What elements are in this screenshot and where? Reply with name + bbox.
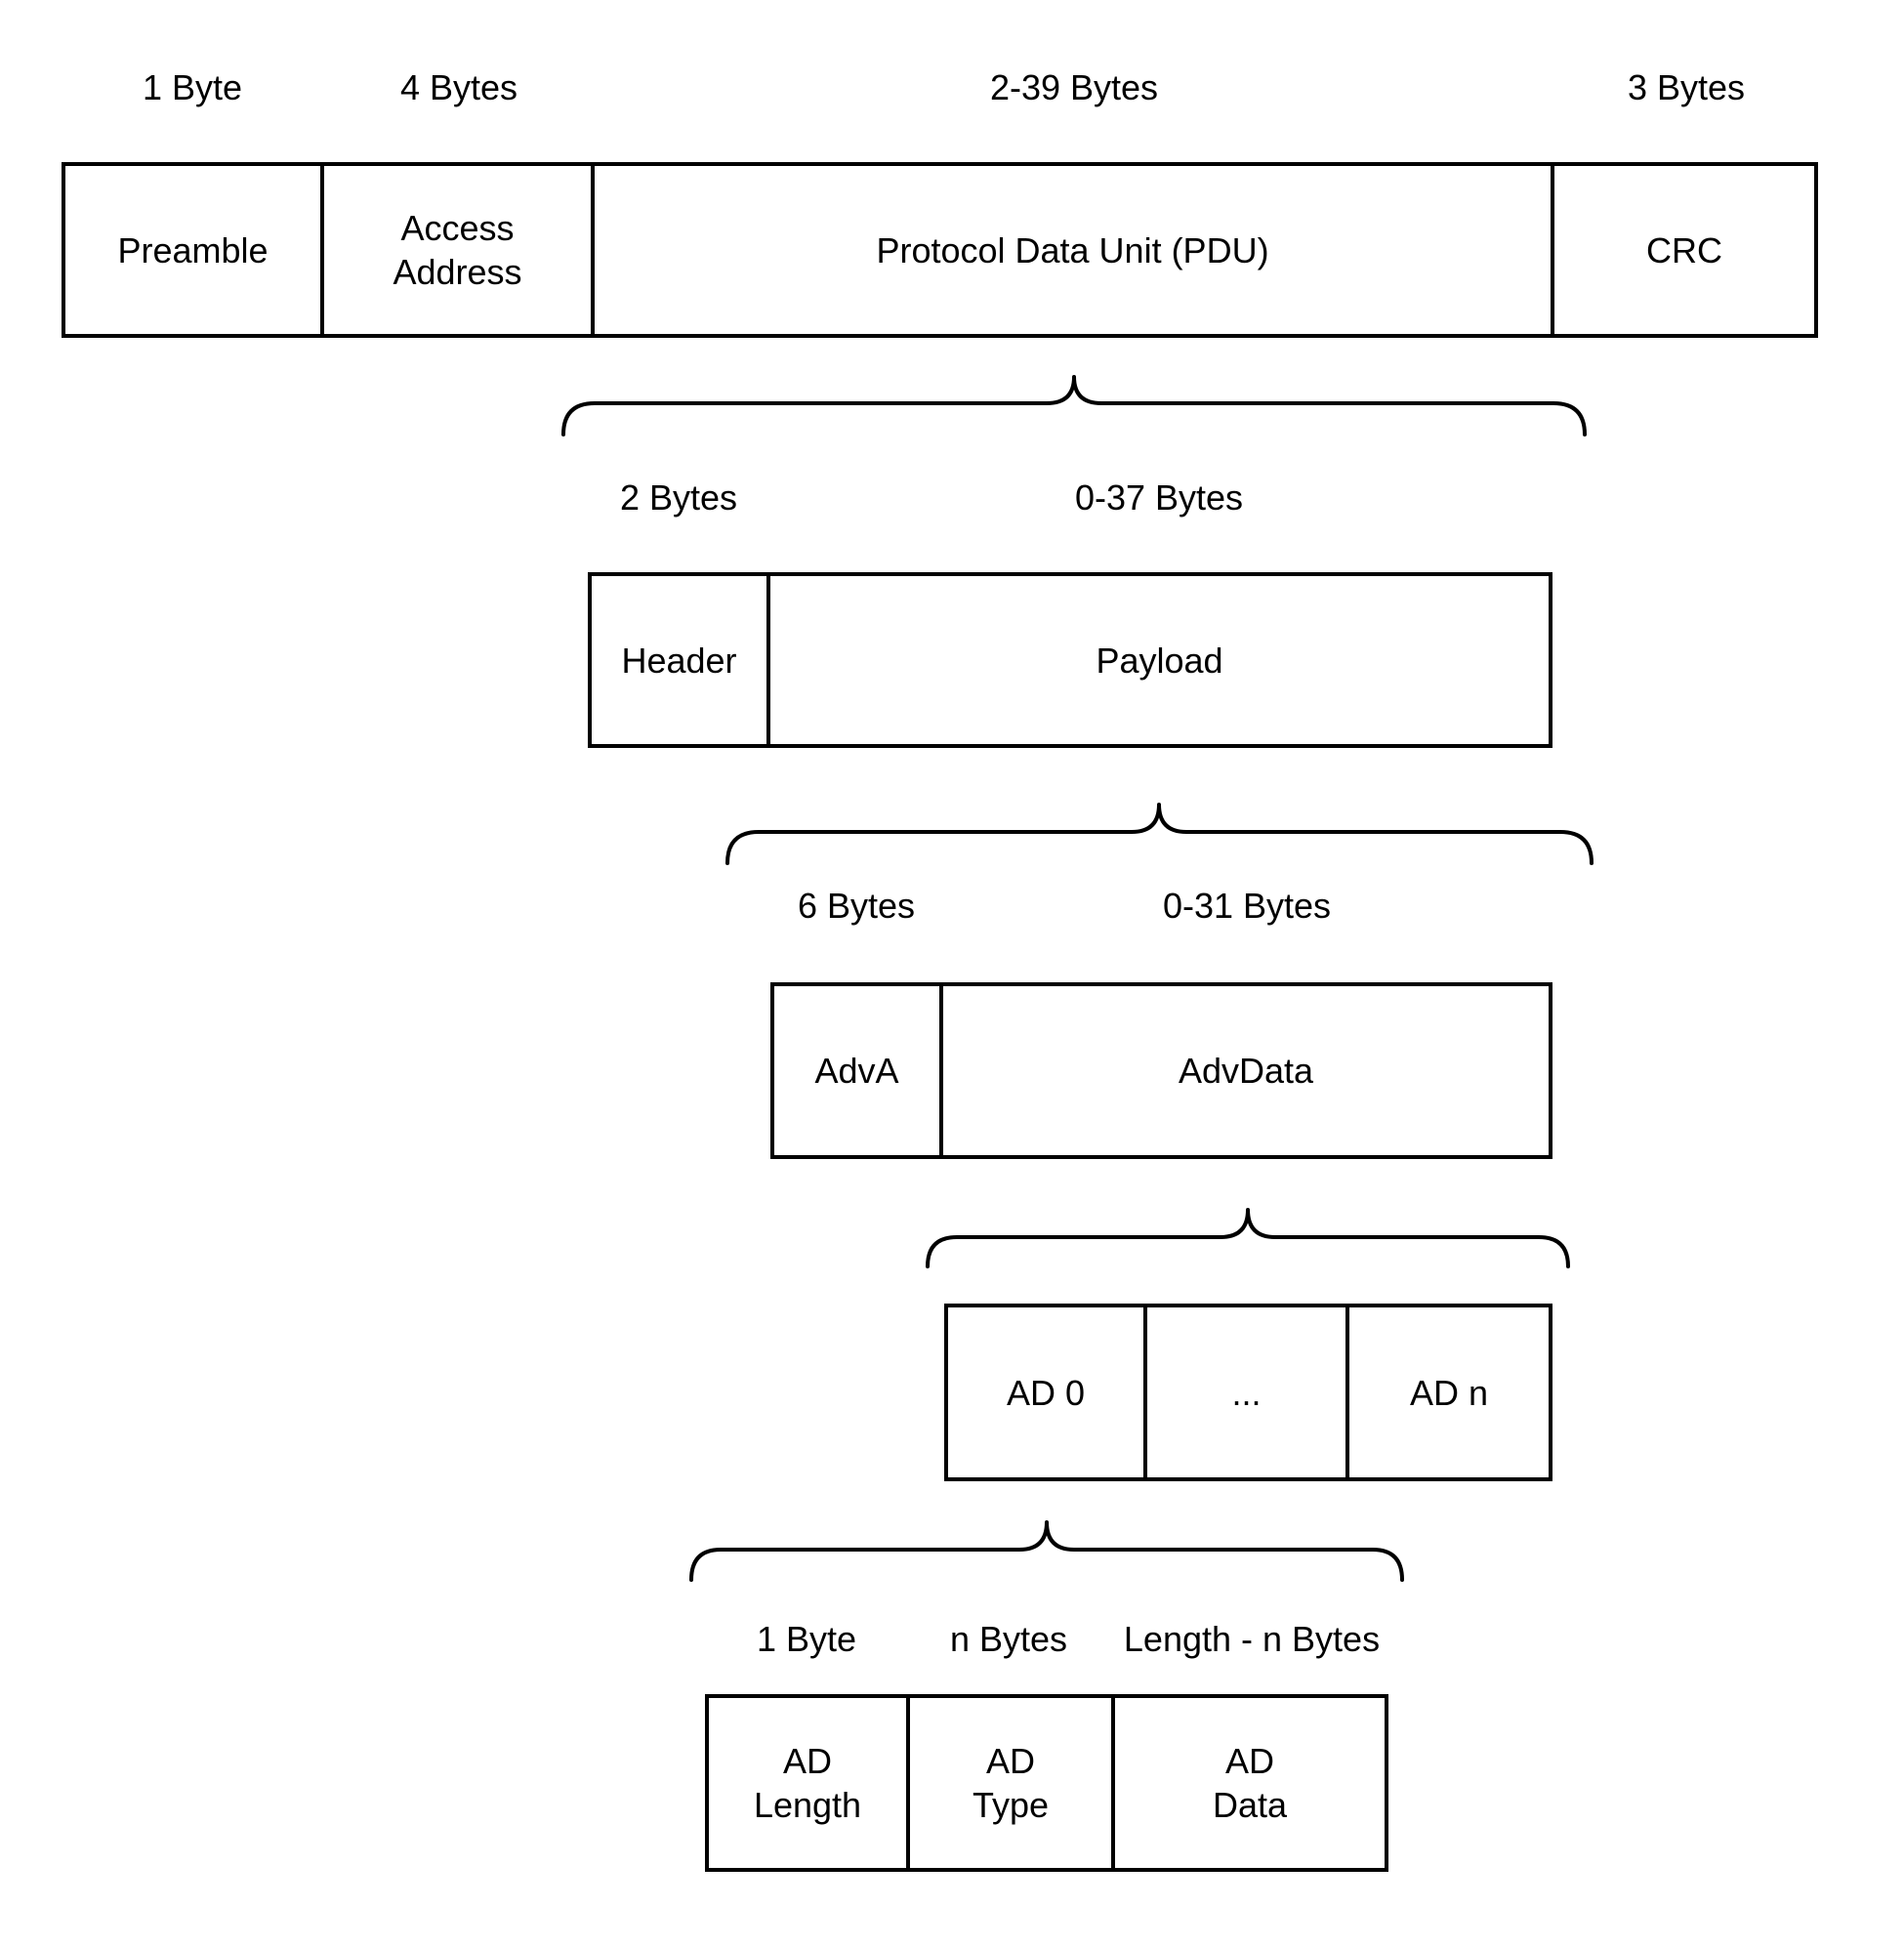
box-header: Header — [588, 572, 770, 748]
size-label-ad-data: Length - n Bytes — [1123, 1619, 1381, 1659]
size-label-pdu: 2-39 Bytes — [989, 67, 1159, 107]
size-label-header: 2 Bytes — [619, 477, 738, 518]
size-label-access-address: 4 Bytes — [399, 67, 518, 107]
size-label-advdata: 0-31 Bytes — [1162, 886, 1332, 926]
box-access-address: Access Address — [320, 162, 595, 338]
size-label-preamble: 1 Byte — [142, 67, 243, 107]
box-pdu: Protocol Data Unit (PDU) — [591, 162, 1554, 338]
packet-row: Preamble Access Address Protocol Data Un… — [62, 162, 1818, 338]
advdata-row: AD 0 ... AD n — [944, 1304, 1552, 1481]
box-ad-type: AD Type — [906, 1694, 1115, 1872]
box-advdata: AdvData — [939, 982, 1552, 1159]
brace-payload-expansion — [725, 803, 1594, 865]
payload-row: AdvA AdvData — [770, 982, 1552, 1159]
box-ad-data: AD Data — [1111, 1694, 1388, 1872]
box-ad-ellipsis: ... — [1143, 1304, 1349, 1481]
ad-structure-row: AD Length AD Type AD Data — [705, 1694, 1388, 1872]
box-adva: AdvA — [770, 982, 943, 1159]
box-crc: CRC — [1551, 162, 1818, 338]
box-payload: Payload — [766, 572, 1552, 748]
brace-pdu-expansion — [561, 375, 1587, 436]
box-ad-length: AD Length — [705, 1694, 910, 1872]
size-label-payload: 0-37 Bytes — [1074, 477, 1244, 518]
box-ad-0: AD 0 — [944, 1304, 1147, 1481]
size-label-ad-type: n Bytes — [949, 1619, 1068, 1659]
box-ad-n: AD n — [1345, 1304, 1552, 1481]
brace-ad0-expansion — [689, 1520, 1404, 1582]
box-preamble: Preamble — [62, 162, 324, 338]
size-label-crc: 3 Bytes — [1627, 67, 1746, 107]
pdu-row: Header Payload — [588, 572, 1552, 748]
size-label-adva: 6 Bytes — [797, 886, 916, 926]
brace-advdata-expansion — [926, 1208, 1570, 1268]
size-label-ad-length: 1 Byte — [756, 1619, 857, 1659]
